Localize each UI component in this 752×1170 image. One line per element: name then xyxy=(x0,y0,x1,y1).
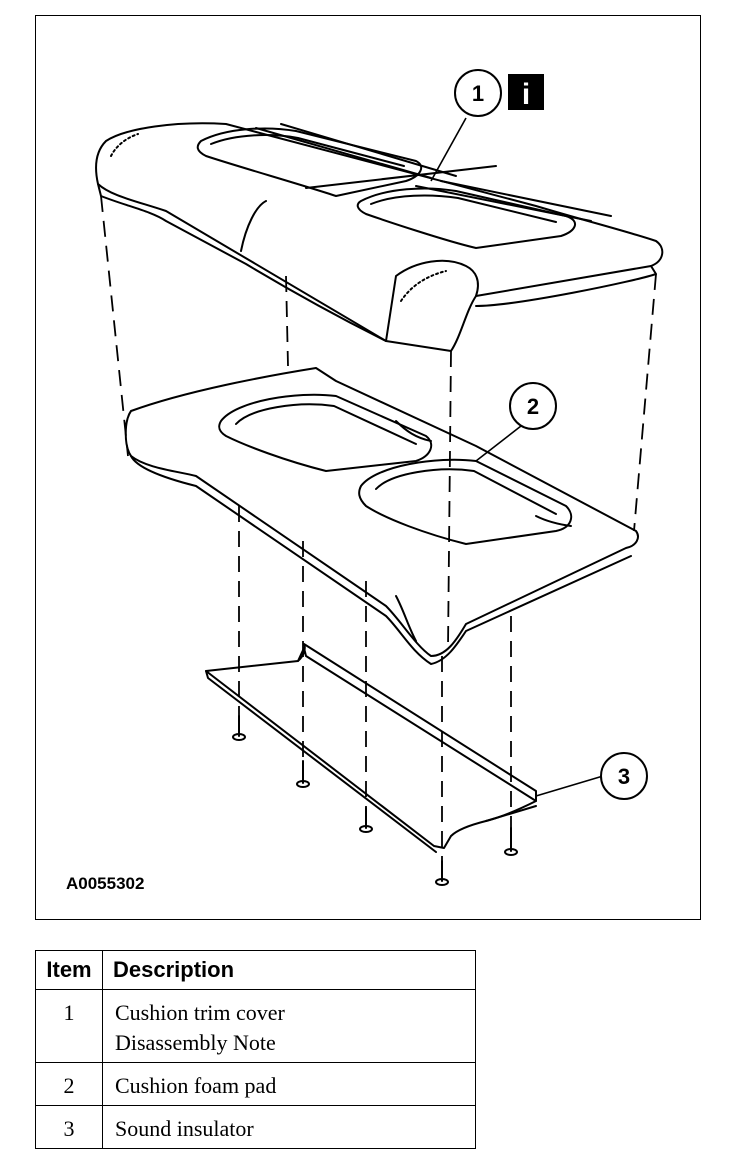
table-row: 1 Cushion trim cover Disassembly Note xyxy=(35,989,476,1063)
callout-1-number: 1 xyxy=(472,81,484,106)
sound-insulator-drawing xyxy=(205,643,537,853)
table-row: 2 Cushion foam pad xyxy=(35,1062,476,1106)
fastener-studs xyxy=(232,715,518,886)
info-icon-glyph: i xyxy=(522,78,530,111)
disassembly-note-link[interactable]: Disassembly Note xyxy=(115,1030,276,1055)
callout-1: 1 xyxy=(454,69,502,117)
assembly-guide-lines xyxy=(100,195,657,861)
header-description: Description xyxy=(102,950,476,990)
callout-leader-lines xyxy=(430,117,604,797)
description-line: Sound insulator xyxy=(115,1116,254,1141)
exploded-view-figure: 1 i 2 3 A0055302 xyxy=(35,15,701,920)
row-description: Sound insulator xyxy=(102,1105,476,1149)
row-description: Cushion trim cover Disassembly Note xyxy=(102,989,476,1063)
callout-3: 3 xyxy=(600,752,648,800)
figure-id-label: A0055302 xyxy=(66,874,145,893)
callout-3-number: 3 xyxy=(618,764,630,789)
cushion-foam-pad-drawing xyxy=(124,367,639,665)
description-line: Cushion foam pad xyxy=(115,1073,277,1098)
callout-2-number: 2 xyxy=(527,394,539,419)
header-item: Item xyxy=(35,950,103,990)
info-icon: i xyxy=(508,74,544,111)
row-item-number: 2 xyxy=(35,1062,103,1106)
row-item-number: 1 xyxy=(35,989,103,1063)
seat-cushion-exploded-diagram: 1 i 2 3 xyxy=(95,69,664,886)
table-row: 3 Sound insulator xyxy=(35,1105,476,1149)
description-line: Cushion trim cover xyxy=(115,1000,285,1025)
row-description: Cushion foam pad xyxy=(102,1062,476,1106)
cushion-trim-cover-drawing xyxy=(95,122,664,352)
row-item-number: 3 xyxy=(35,1105,103,1149)
parts-legend-table: Item Description 1 Cushion trim cover Di… xyxy=(35,950,476,1149)
callout-2: 2 xyxy=(509,382,557,430)
table-header-row: Item Description xyxy=(35,950,476,990)
